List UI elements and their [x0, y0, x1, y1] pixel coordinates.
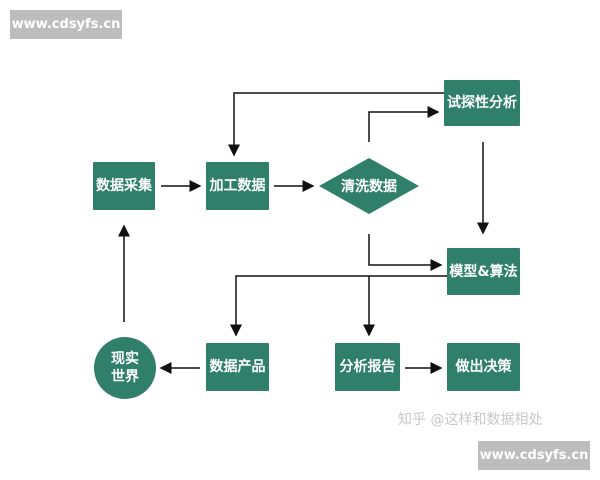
node-data-product: 数据产品 — [206, 343, 269, 391]
arrow-clean-to-model — [368, 234, 443, 271]
node-clean-data: 清洗数据 — [319, 158, 419, 214]
diamond-shape — [319, 158, 419, 214]
node-model-algorithm: 模型&算法 — [447, 248, 520, 295]
clean-data-label: 清洗数据 — [341, 179, 397, 195]
arrow-clean-to-explore — [368, 106, 440, 142]
node-exploratory-analysis: 试探性分析 — [444, 80, 520, 126]
node-real-world: 现实 世界 — [94, 337, 156, 399]
watermark-bottom: www.cdsyfs.cn — [478, 441, 590, 470]
watermark-top: www.cdsyfs.cn — [10, 10, 122, 39]
real-world-line1: 现实 — [111, 351, 139, 367]
arrow-model-to-product — [230, 275, 447, 337]
arrow-explore-to-process — [228, 92, 444, 157]
node-analysis-report: 分析报告 — [335, 343, 400, 391]
node-process-data: 加工数据 — [206, 162, 269, 210]
watermark-author: 知乎 @这样和数据相处 — [398, 412, 543, 428]
node-decision: 做出决策 — [447, 343, 520, 391]
node-data-collection: 数据采集 — [93, 162, 155, 210]
real-world-line2: 世界 — [111, 369, 139, 385]
